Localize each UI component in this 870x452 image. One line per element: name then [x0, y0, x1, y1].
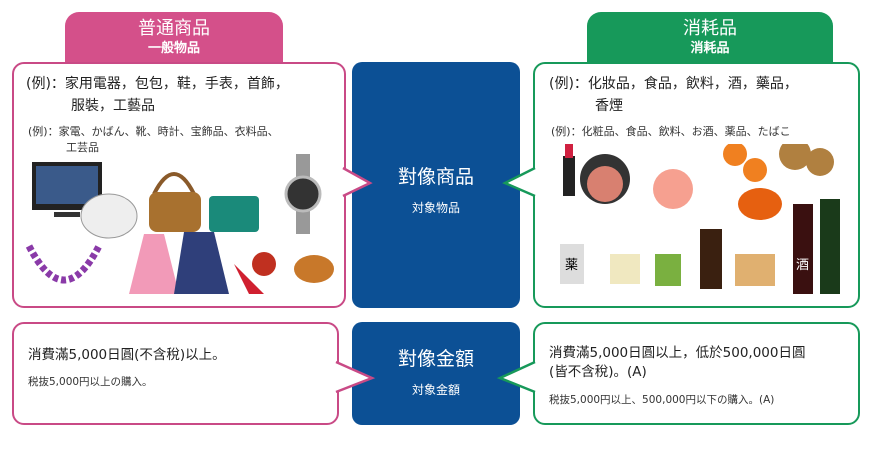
pointer-consumable-goods [502, 166, 536, 198]
consumable-illustration: 薬 酒 [560, 144, 840, 294]
general-examples-zh: (例)：家用電器，包包，鞋，手表，首飾， [26, 76, 289, 92]
pointer-general-amount [335, 360, 376, 394]
green-bag-icon [209, 196, 259, 232]
soy-sauce-icon [700, 229, 722, 289]
supplement-icon [655, 254, 681, 286]
general-goods-title: 普通商品 [138, 18, 210, 39]
general-amount-ja: 税抜5,000円以上の購入。 [28, 376, 153, 388]
consumable-title: 消耗品 [683, 18, 737, 39]
target-goods-ja: 対象物品 [411, 201, 460, 215]
general-examples-zh-2: 服裝，工藝品 [71, 98, 155, 114]
general-goods-tab: 普通商品 一般物品 [65, 12, 283, 64]
rice-cooker-icon [80, 193, 138, 239]
consumable-amount-ja: 税抜5,000円以上、500,000円以下の購入。(A) [549, 394, 775, 406]
cracker-icon [779, 144, 834, 176]
general-amount-box: 消費滿5,000日圓(不含稅)以上。 税抜5,000円以上の購入。 [12, 322, 339, 425]
consumable-examples-ja: (例)：化粧品、食品、飲料、お酒、薬品、たばこ [551, 125, 791, 138]
general-amount-zh: 消費滿5,000日圓(不含稅)以上。 [28, 347, 226, 363]
dress-icon [129, 234, 179, 294]
medicine-label: 薬 [565, 258, 578, 273]
consumable-amount-zh: 消費滿5,000日圓以上，低於500,000日圓 [549, 345, 806, 361]
medicine-icon: 薬 [560, 244, 584, 284]
sake-bottles-icon: 酒 [793, 199, 840, 294]
target-amount-zh: 對像金額 [397, 348, 474, 370]
peach-icon [653, 169, 693, 209]
handbag-icon [149, 172, 201, 232]
craft-icon [252, 252, 334, 283]
consumable-amount-zh-2: (皆不含稅)。(A) [549, 364, 647, 380]
target-amount-ja: 対象金額 [411, 383, 460, 397]
pill-box-icon [610, 254, 640, 284]
watch-icon [284, 154, 322, 234]
consumable-box: (例)：化妝品，食品，飲料，酒，藥品， 香煙 (例)：化粧品、食品、飲料、お酒、… [533, 62, 860, 308]
coat-icon [174, 232, 229, 294]
lipstick-icon [563, 144, 575, 196]
consumable-examples-zh: (例)：化妝品，食品，飲料，酒，藥品， [549, 76, 798, 92]
pointer-general-goods [342, 166, 373, 198]
general-goods-illustration [25, 154, 334, 294]
orange-icon [723, 144, 782, 220]
consumable-subtitle: 消耗品 [690, 41, 730, 56]
necklace-icon [25, 244, 103, 284]
general-goods-subtitle: 一般物品 [147, 41, 200, 56]
heels-icon [234, 264, 264, 294]
consumable-examples-zh-2: 香煙 [595, 98, 623, 114]
sake-label: 酒 [796, 258, 809, 273]
general-goods-box: (例)：家用電器，包包，鞋，手表，首飾， 服裝，工藝品 (例)：家電、かばん、靴… [12, 62, 346, 308]
pointer-consumable-amount [496, 360, 536, 394]
miso-icon [735, 254, 775, 286]
target-amount-label: 對像金額 対象金額 [352, 322, 520, 425]
target-goods-label: 對像商品 対象物品 [352, 62, 520, 308]
target-goods-zh: 對像商品 [397, 166, 474, 188]
consumable-tab: 消耗品 消耗品 [587, 12, 833, 64]
general-examples-ja-2: 工芸品 [66, 141, 99, 154]
general-examples-ja: (例)：家電、かばん、靴、時計、宝飾品、衣料品、 [28, 125, 279, 138]
compact-icon [580, 154, 630, 204]
